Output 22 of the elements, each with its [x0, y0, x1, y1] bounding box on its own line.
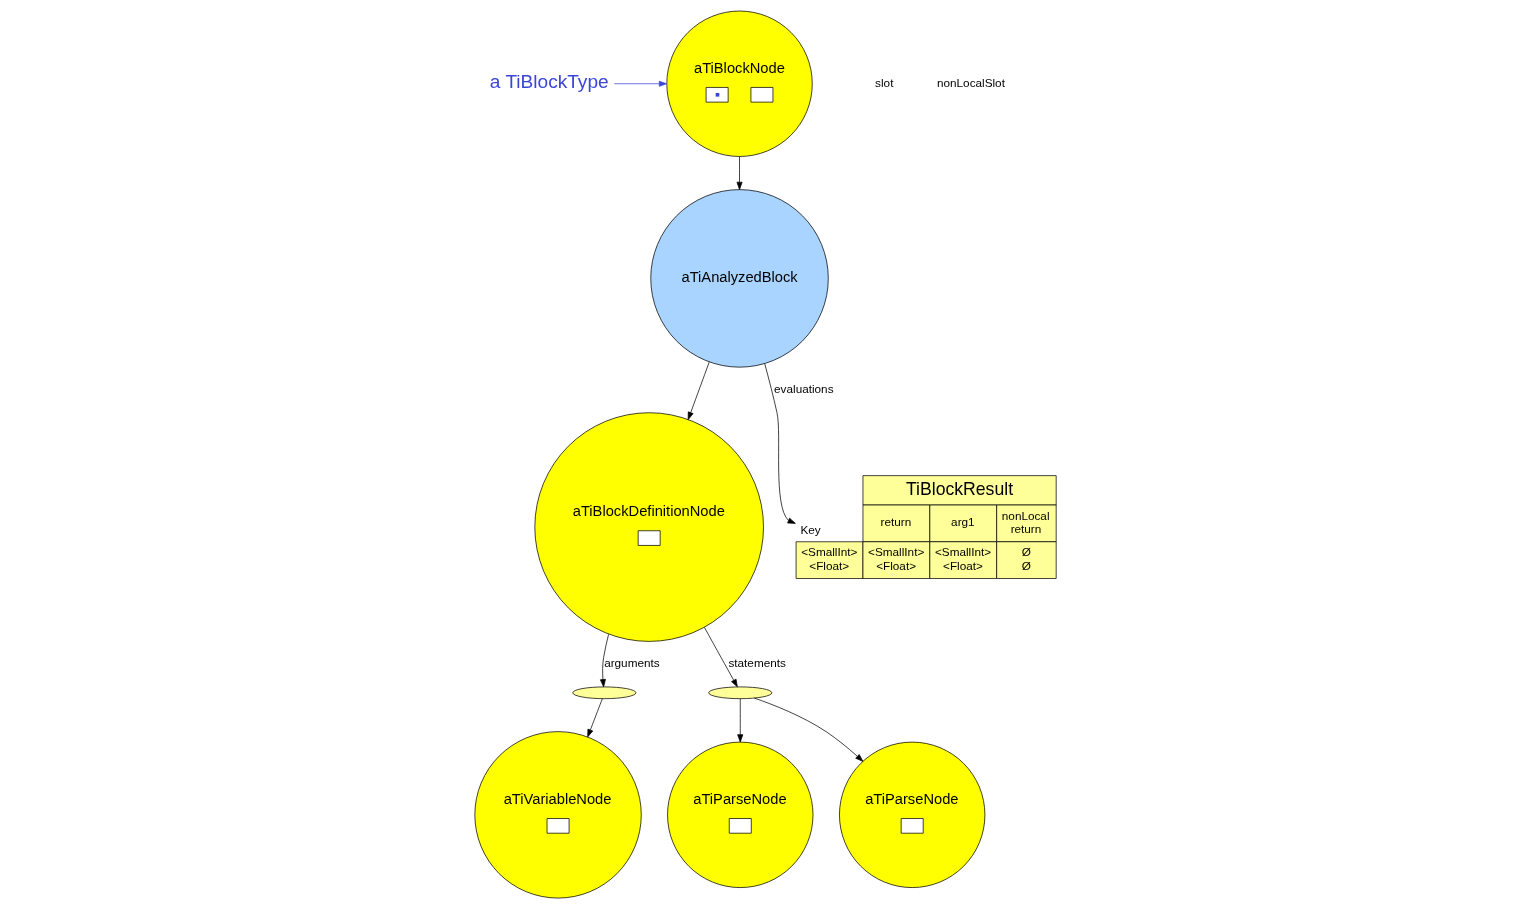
node-circle: aTiBlockNode — [666, 10, 813, 157]
arrow — [754, 697, 864, 762]
arrow — [600, 633, 609, 688]
edge-label: arguments — [604, 655, 660, 669]
arrow — [687, 361, 710, 420]
arrow — [737, 698, 744, 743]
node-circle: aTiVariableNode — [474, 731, 642, 899]
node-circle: aTiAnalyzedBlock — [650, 189, 829, 368]
edge-label: evaluations — [774, 381, 834, 395]
node-ellipse — [572, 686, 637, 700]
arrow — [587, 698, 603, 738]
node-circle: aTiParseNode — [667, 741, 814, 888]
node-ellipse — [708, 686, 773, 700]
label: slot — [875, 75, 894, 89]
arrow — [613, 80, 667, 87]
arrow — [764, 363, 796, 524]
arrow — [736, 156, 743, 190]
edge-label: statements — [728, 655, 786, 669]
node-circle: aTiParseNode — [839, 741, 986, 888]
arrow — [704, 627, 738, 688]
label: nonLocalSlot — [936, 75, 1005, 89]
node-text: a TiBlockType — [489, 71, 609, 93]
